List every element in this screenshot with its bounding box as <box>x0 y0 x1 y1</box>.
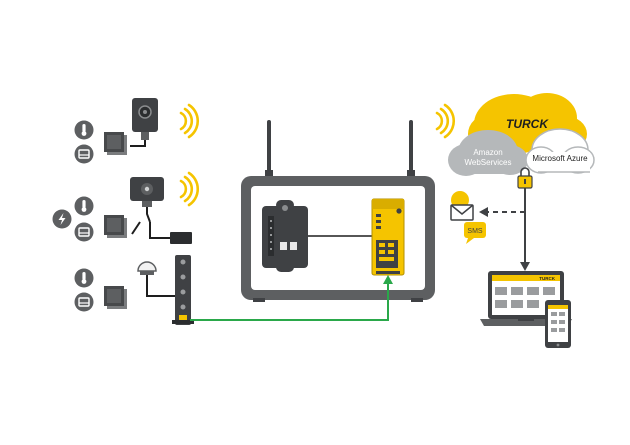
antenna-icon <box>265 120 273 178</box>
sms-bubble: SMS <box>464 222 486 244</box>
field-device-group-3 <box>73 261 175 313</box>
rfid-reader-icon <box>130 177 192 244</box>
wifi-signal-icon <box>435 103 456 139</box>
level-sensor-icon <box>73 291 95 313</box>
azure-label: Microsoft Azure <box>532 154 588 163</box>
azure-cloud: Microsoft Azure <box>525 128 595 174</box>
gateway-enclosure <box>241 103 456 302</box>
device-box-icon <box>104 215 127 238</box>
yellow-gateway-device <box>371 198 405 276</box>
dashboard-tiles <box>495 287 555 308</box>
power-icon <box>52 209 72 229</box>
field-device-group-1 <box>73 98 200 165</box>
cloud-brand-label: TURCK <box>506 117 549 131</box>
antenna-icon <box>407 120 415 178</box>
mail-icon <box>450 204 474 221</box>
proximity-sensor-icon <box>130 98 158 147</box>
wifi-signal-icon <box>179 171 200 207</box>
signal-path <box>190 275 393 321</box>
device-box-icon <box>104 286 127 309</box>
thermometer-icon <box>74 268 94 288</box>
level-sensor-icon <box>73 143 95 165</box>
aws-label-line1: Amazon <box>473 148 502 157</box>
thermometer-icon <box>74 120 94 140</box>
io-hub-module <box>172 255 194 325</box>
wifi-signal-icon <box>179 103 200 139</box>
edge-controller <box>262 200 308 272</box>
aws-label-line2: WebServices <box>465 158 512 167</box>
smartphone-icon <box>545 300 571 348</box>
level-sensor-icon <box>137 261 175 297</box>
sms-label: SMS <box>467 228 483 235</box>
thermometer-icon <box>74 196 94 216</box>
level-sensor-icon <box>73 221 95 243</box>
device-box-icon <box>104 132 127 155</box>
cloud-icon: TURCK Amazon WebServices Microsoft Azure <box>448 93 595 176</box>
aws-cloud: Amazon WebServices <box>448 130 528 176</box>
field-device-group-2 <box>52 171 200 244</box>
notification-group: SMS <box>450 191 486 244</box>
laptop-brand-label: TURCK <box>539 276 555 281</box>
